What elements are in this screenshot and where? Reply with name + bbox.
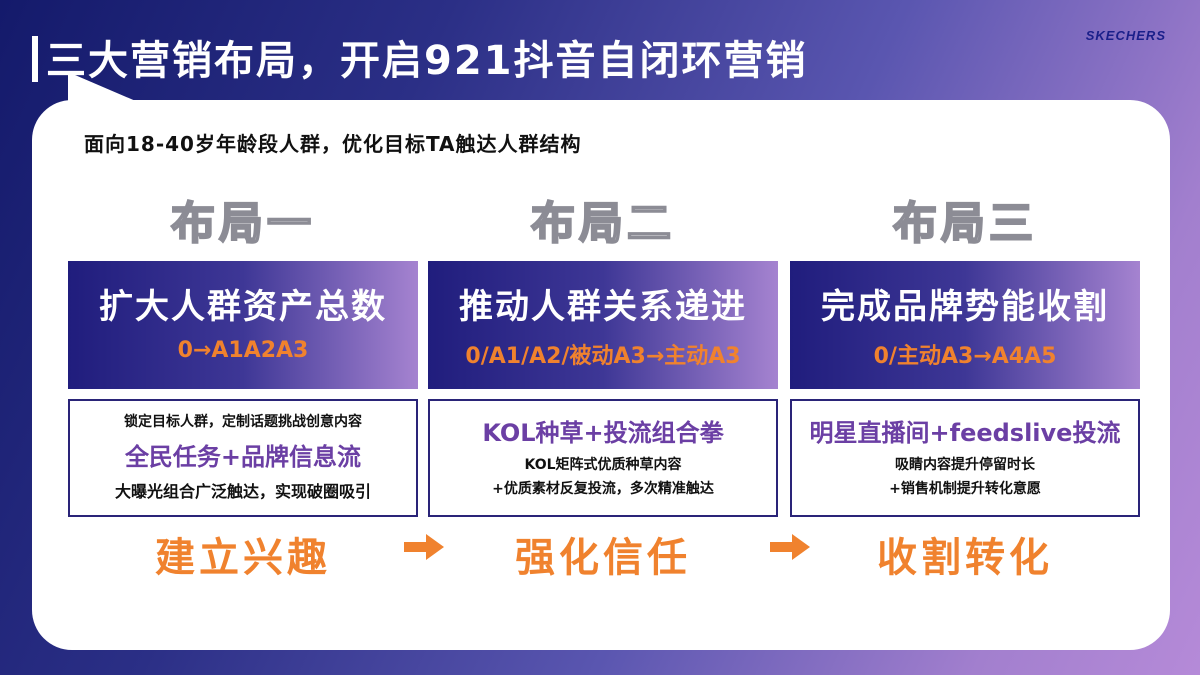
- box-highlight: 明星直播间+feedslive投流: [809, 419, 1121, 447]
- layout-column-1: 布局一 扩大人群资产总数 0→A1A2A3 锁定目标人群，定制话题挑战创意内容 …: [68, 195, 418, 517]
- subtitle: 面向18-40岁年龄段人群，优化目标TA触达人群结构: [84, 132, 582, 156]
- column-heading: 布局三: [892, 197, 1037, 250]
- box-line-top: 锁定目标人群，定制话题挑战创意内容: [124, 414, 362, 430]
- box-line-1: KOL矩阵式优质种草内容: [524, 457, 682, 473]
- box-highlight: KOL种草+投流组合拳: [482, 419, 724, 447]
- layout-column-2: 布局二 推动人群关系递进 0/A1/A2/被动A3→主动A3 KOL种草+投流组…: [428, 195, 778, 517]
- page-title: 三大营销布局，开启921抖音自闭环营销: [46, 38, 808, 84]
- card-notch: [68, 72, 138, 102]
- strategy-box: KOL种草+投流组合拳 KOL矩阵式优质种草内容 +优质素材反复投流，多次精准触…: [428, 399, 778, 517]
- brand-logo: SKECHERS: [1085, 28, 1166, 43]
- layout-column-3: 布局三 完成品牌势能收割 0/主动A3→A4A5 明星直播间+feedslive…: [790, 195, 1140, 517]
- column-banner: 扩大人群资产总数 0→A1A2A3: [68, 261, 418, 389]
- strategy-box: 明星直播间+feedslive投流 吸睛内容提升停留时长 +销售机制提升转化意愿: [790, 399, 1140, 517]
- banner-title: 扩大人群资产总数: [99, 287, 387, 327]
- box-line-2: +优质素材反复投流，多次精准触达: [492, 481, 714, 497]
- title-accent-bar: [32, 36, 38, 82]
- arrow-right-icon: [770, 534, 810, 560]
- banner-subtitle: 0/A1/A2/被动A3→主动A3: [465, 344, 741, 369]
- result-label-3: 收割转化: [877, 535, 1053, 581]
- result-label-2: 强化信任: [515, 535, 691, 581]
- box-line-bottom: 大曝光组合广泛触达，实现破圈吸引: [114, 482, 371, 501]
- result-label-1: 建立兴趣: [155, 535, 331, 581]
- column-heading: 布局一: [170, 197, 315, 250]
- column-banner: 推动人群关系递进 0/A1/A2/被动A3→主动A3: [428, 261, 778, 389]
- banner-title: 推动人群关系递进: [459, 287, 747, 327]
- strategy-box: 锁定目标人群，定制话题挑战创意内容 全民任务+品牌信息流 大曝光组合广泛触达，实…: [68, 399, 418, 517]
- banner-subtitle: 0→A1A2A3: [177, 338, 309, 363]
- column-banner: 完成品牌势能收割 0/主动A3→A4A5: [790, 261, 1140, 389]
- arrow-right-icon: [404, 534, 444, 560]
- box-highlight: 全民任务+品牌信息流: [124, 443, 362, 471]
- banner-subtitle: 0/主动A3→A4A5: [873, 344, 1057, 369]
- box-line-2: +销售机制提升转化意愿: [889, 481, 1041, 497]
- column-heading: 布局二: [530, 197, 675, 250]
- box-line-1: 吸睛内容提升停留时长: [895, 457, 1035, 473]
- banner-title: 完成品牌势能收割: [821, 287, 1109, 327]
